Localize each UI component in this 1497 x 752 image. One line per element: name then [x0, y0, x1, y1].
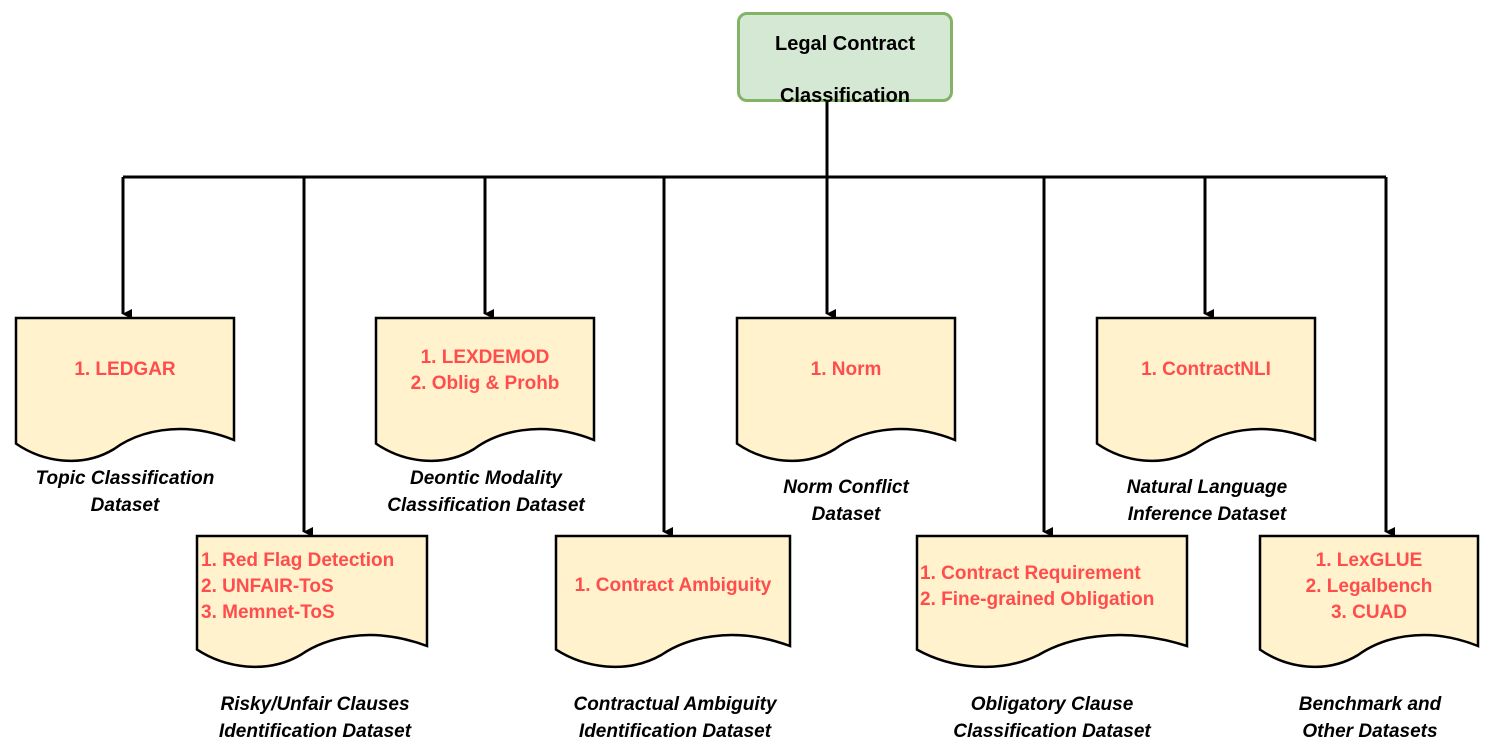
- caption-obligatory-clause: Obligatory Clause Classification Dataset: [912, 691, 1192, 745]
- caption-line1: Norm Conflict: [783, 477, 909, 498]
- datasets-deontic-modality: 1. LEXDEMOD 2. Oblig & Prohb: [376, 345, 594, 397]
- caption-line1: Deontic Modality: [409, 468, 562, 489]
- dataset-item: 1. Contract Ambiguity: [574, 575, 772, 596]
- document-shape-contractual-ambiguity: [554, 534, 792, 669]
- caption-line2: Dataset: [90, 495, 160, 516]
- document-shape-deontic-modality: [374, 316, 596, 463]
- caption-norm-conflict: Norm Conflict Dataset: [706, 474, 986, 528]
- caption-line1: Natural Language: [1126, 477, 1288, 498]
- document-shape-topic-classification: [14, 316, 236, 463]
- document-shape-benchmark-other: [1258, 534, 1480, 669]
- caption-line2: Identification Dataset: [578, 721, 772, 742]
- dataset-item: 1. Norm: [810, 359, 882, 380]
- caption-line1: Obligatory Clause: [970, 694, 1134, 715]
- caption-line2: Inference Dataset: [1127, 504, 1287, 525]
- datasets-contractual-ambiguity: 1. Contract Ambiguity: [556, 573, 790, 599]
- caption-benchmark-other: Benchmark and Other Datasets: [1230, 691, 1497, 745]
- root-title: Legal Contract Classification: [775, 5, 915, 109]
- dataset-item: 3. CUAD: [1330, 602, 1407, 623]
- root-title-line2: Classification: [779, 85, 911, 107]
- root-title-line1: Legal Contract: [774, 33, 916, 55]
- dataset-item: 2. Legalbench: [1305, 576, 1433, 597]
- dataset-item: 1. LEDGAR: [74, 359, 176, 380]
- dataset-item: 3. Memnet-ToS: [201, 602, 335, 623]
- document-shape-risky-unfair-clauses: [195, 534, 429, 669]
- dataset-item: 2. Fine-grained Obligation: [920, 589, 1155, 610]
- caption-line2: Classification Dataset: [953, 721, 1151, 742]
- datasets-risky-unfair-clauses: 1. Red Flag Detection 2. UNFAIR-ToS 3. M…: [197, 548, 431, 626]
- caption-line1: Topic Classification: [35, 468, 215, 489]
- caption-line1: Benchmark and: [1298, 694, 1442, 715]
- caption-line1: Contractual Ambiguity: [573, 694, 777, 715]
- document-shape-natural-language-inference: [1095, 316, 1317, 463]
- caption-line2: Identification Dataset: [218, 721, 412, 742]
- document-shape-norm-conflict: [735, 316, 957, 463]
- dataset-item: 2. Oblig & Prohb: [410, 373, 560, 394]
- dataset-item: 1. ContractNLI: [1141, 359, 1271, 380]
- document-shape-obligatory-clause: [915, 534, 1189, 669]
- datasets-obligatory-clause: 1. Contract Requirement 2. Fine-grained …: [917, 561, 1190, 613]
- datasets-benchmark-other: 1. LexGLUE 2. Legalbench 3. CUAD: [1260, 548, 1478, 626]
- caption-topic-classification: Topic Classification Dataset: [0, 465, 250, 519]
- caption-line2: Other Datasets: [1302, 721, 1438, 742]
- datasets-natural-language-inference: 1. ContractNLI: [1097, 357, 1315, 383]
- datasets-norm-conflict: 1. Norm: [737, 357, 955, 383]
- root-node: Legal Contract Classification: [737, 12, 953, 107]
- dataset-item: 1. LexGLUE: [1315, 550, 1423, 571]
- dataset-item: 1. Contract Requirement: [920, 563, 1141, 584]
- datasets-topic-classification: 1. LEDGAR: [16, 357, 234, 383]
- caption-deontic-modality: Deontic Modality Classification Dataset: [346, 465, 626, 519]
- dataset-item: 1. Red Flag Detection: [201, 550, 395, 571]
- caption-natural-language-inference: Natural Language Inference Dataset: [1067, 474, 1347, 528]
- dataset-item: 1. LEXDEMOD: [420, 347, 550, 368]
- caption-risky-unfair-clauses: Risky/Unfair Clauses Identification Data…: [175, 691, 455, 745]
- caption-line1: Risky/Unfair Clauses: [220, 694, 410, 715]
- dataset-item: 2. UNFAIR-ToS: [201, 576, 334, 597]
- caption-line2: Dataset: [811, 504, 881, 525]
- caption-line2: Classification Dataset: [387, 495, 585, 516]
- caption-contractual-ambiguity: Contractual Ambiguity Identification Dat…: [535, 691, 815, 745]
